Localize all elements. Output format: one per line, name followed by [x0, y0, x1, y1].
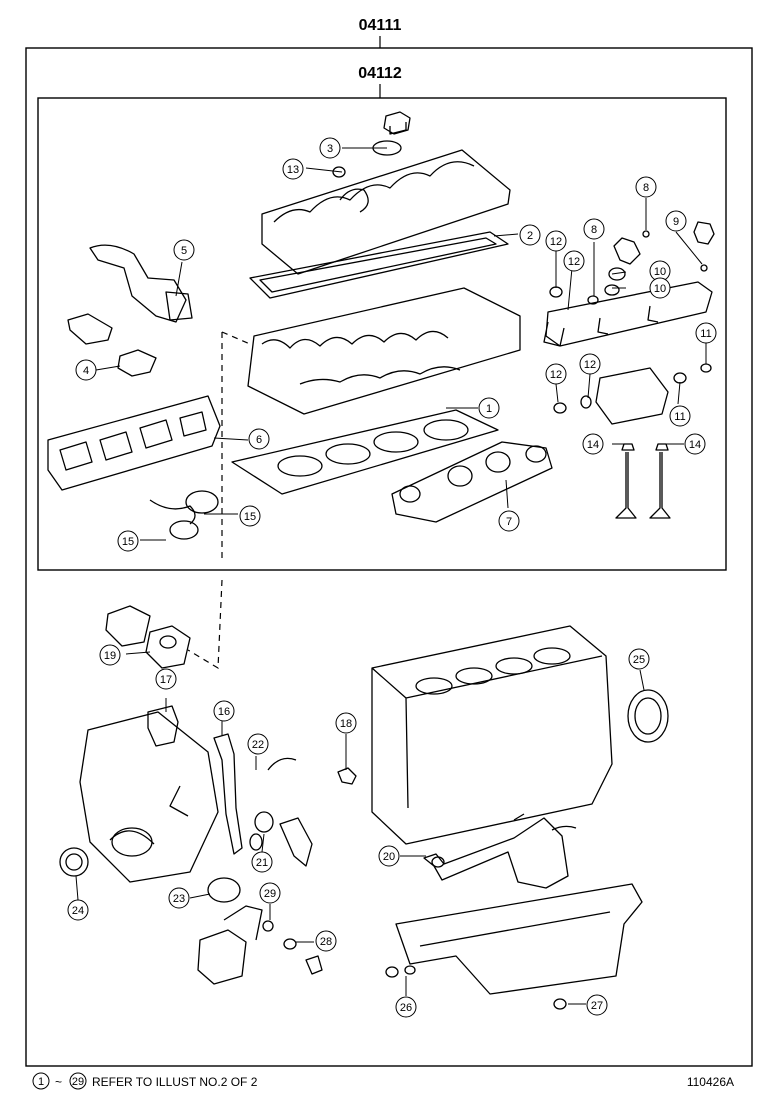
outlet-gasket-drawing [117, 349, 157, 377]
rear-oil-seal-drawing [627, 689, 669, 743]
callout-12: 12 [550, 236, 562, 248]
callout-29: 29 [264, 888, 276, 900]
subassembly-code: 04112 [358, 65, 402, 82]
oil-filler-cap-drawing [383, 111, 411, 135]
callout-6: 6 [256, 434, 262, 446]
head-cover-drawing [261, 149, 511, 275]
callout-8: 8 [643, 182, 649, 194]
oil-filter-drawing [197, 905, 263, 985]
callout-27: 27 [591, 1000, 603, 1012]
callout-12: 12 [584, 359, 596, 371]
callout-15: 15 [244, 511, 256, 523]
callout-14: 14 [689, 439, 701, 451]
callout-7: 7 [506, 516, 512, 528]
timing-cover-drawing [79, 711, 219, 883]
callout-25: 25 [633, 654, 645, 666]
water-pump-gasket-drawing [105, 605, 151, 647]
cover-gasket-drawing [147, 705, 179, 747]
callout-4: 4 [83, 365, 89, 377]
head-gasket-drawing [231, 409, 499, 495]
sensor-drawing [67, 313, 113, 345]
exhaust-gasket-drawing [391, 441, 553, 523]
engine-block-drawing [371, 625, 613, 845]
callout-11: 11 [674, 411, 685, 423]
callout-23: 23 [173, 893, 185, 905]
fuel-rail-drawing [543, 281, 713, 347]
callout-12: 12 [568, 256, 580, 268]
assembly-frame [25, 47, 753, 1067]
callout-2: 2 [527, 230, 533, 242]
callout-26: 26 [400, 1002, 412, 1014]
intake-manifold-drawing [47, 395, 221, 525]
oil-pan-drawing [395, 883, 643, 995]
callout-22: 22 [252, 739, 264, 751]
valve-drawing [615, 443, 637, 519]
subassembly-frame [37, 97, 727, 571]
callout-12: 12 [550, 369, 562, 381]
callout-19: 19 [104, 650, 116, 662]
footnote-end-number: 29 [72, 1076, 84, 1088]
callout-28: 28 [320, 936, 332, 948]
cylinder-head-drawing [247, 287, 521, 415]
footnote-text: REFER TO ILLUST NO.2 OF 2 [92, 1075, 258, 1089]
illustration-id: 110426A [687, 1075, 734, 1089]
callout-13: 13 [287, 164, 299, 176]
dashed-guide-line [187, 332, 223, 670]
callout-9: 9 [673, 216, 679, 228]
o-ring-23-drawing [207, 877, 241, 903]
callout-group [67, 137, 717, 1018]
footnote: 1 ~ 29 REFER TO ILLUST NO.2 OF 2 [32, 1072, 258, 1090]
callout-8: 8 [591, 224, 597, 236]
injector-drawing [613, 237, 641, 265]
callout-15: 15 [122, 536, 134, 548]
callout-18: 18 [340, 718, 352, 730]
oil-strainer-drawing [423, 813, 577, 889]
pressure-regulator-drawing [595, 367, 669, 425]
callout-5: 5 [181, 245, 187, 257]
callout-1: 1 [486, 403, 492, 415]
exhaust-pipe-gasket-drawing [185, 490, 219, 514]
callout-3: 3 [327, 143, 333, 155]
callout-14: 14 [587, 439, 599, 451]
callout-10: 10 [654, 283, 666, 295]
long-gasket-drawing [213, 733, 243, 855]
callout-24: 24 [72, 905, 84, 917]
footnote-separator: ~ [55, 1075, 62, 1089]
oil-seal-drawing [59, 847, 89, 877]
head-cover-gasket-drawing [249, 231, 509, 299]
water-outlet-drawing [89, 244, 187, 323]
callout-21: 21 [256, 857, 268, 869]
callout-16: 16 [218, 706, 230, 718]
assembly-code: 04111 [359, 17, 402, 34]
callout-17: 17 [160, 674, 172, 686]
callout-11: 11 [700, 328, 711, 340]
callout-20: 20 [383, 851, 395, 863]
callout-10: 10 [654, 266, 666, 278]
footnote-start-number: 1 [38, 1076, 44, 1088]
